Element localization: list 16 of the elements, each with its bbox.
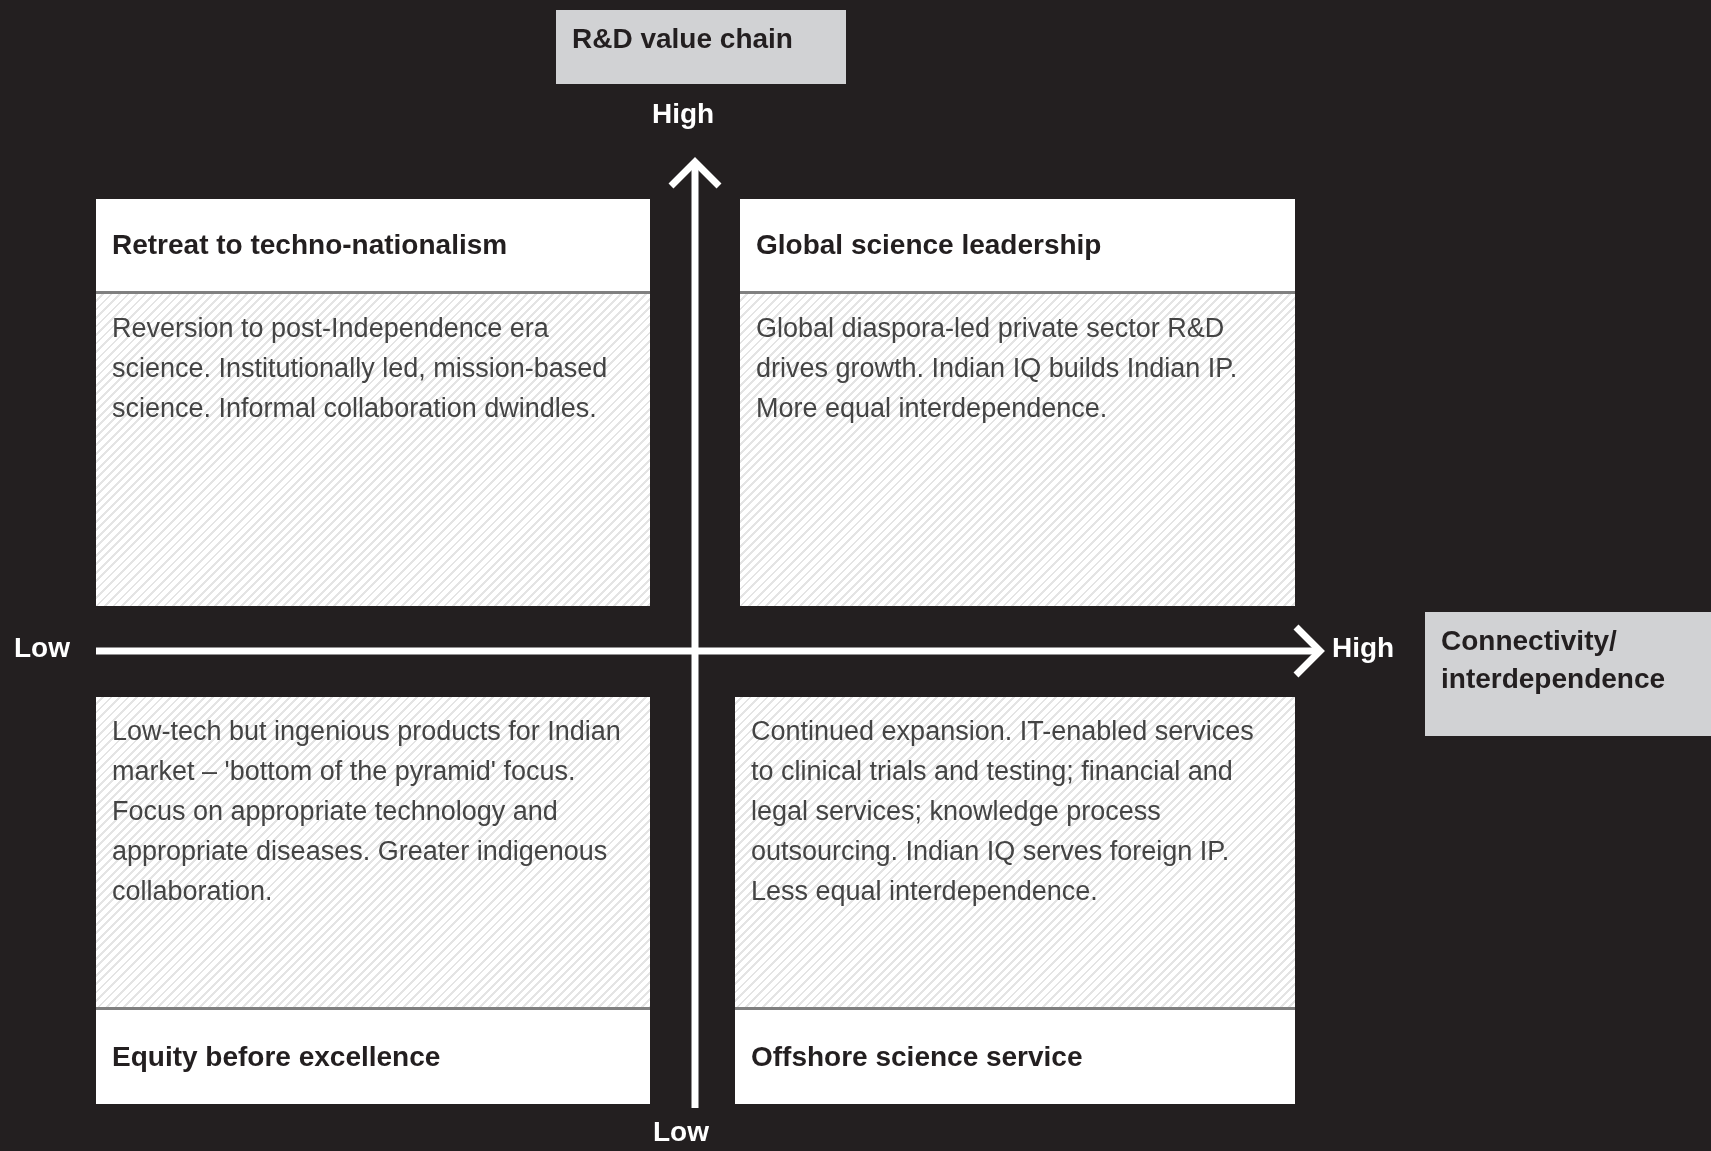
quadrant-box xyxy=(740,199,1295,606)
axis-end-label: High xyxy=(652,98,715,130)
axis-end-label: Low xyxy=(14,632,70,664)
quadrant-box xyxy=(735,697,1295,1104)
quadrant-heading: Equity before excellence xyxy=(96,1007,650,1104)
quadrant-description: Continued expansion. IT-enabled services to clinical trials and testing; financial and legal services; knowledge process outsourcing. Indian IQ serves foreign IP. Less equal interdependence. xyxy=(735,697,1295,1007)
quadrant-heading: Offshore science service xyxy=(735,1007,1295,1104)
quadrant-description: Low-tech but ingenious products for Indian market – 'bottom of the pyramid' focus. Focus on appropriate technology and appropriate diseases. Greater indigenous collaboration. xyxy=(96,697,650,1007)
quadrant-box xyxy=(96,697,650,1104)
quadrant-box xyxy=(96,199,650,606)
axis-title-box: R&D value chain xyxy=(556,10,846,84)
axis-end-label: Low xyxy=(653,1116,709,1148)
axis-end-label: High xyxy=(1332,632,1395,664)
quadrant-description: Reversion to post-Independence era science. Institutionally led, mission-based science. Informal collaboration dwindles. xyxy=(96,294,650,606)
axis-title-box: Connectivity/ interdependence xyxy=(1425,612,1711,736)
quadrant-description: Global diaspora-led private sector R&D drives growth. Indian IQ builds Indian IP. More equal interdependence. xyxy=(740,294,1295,606)
